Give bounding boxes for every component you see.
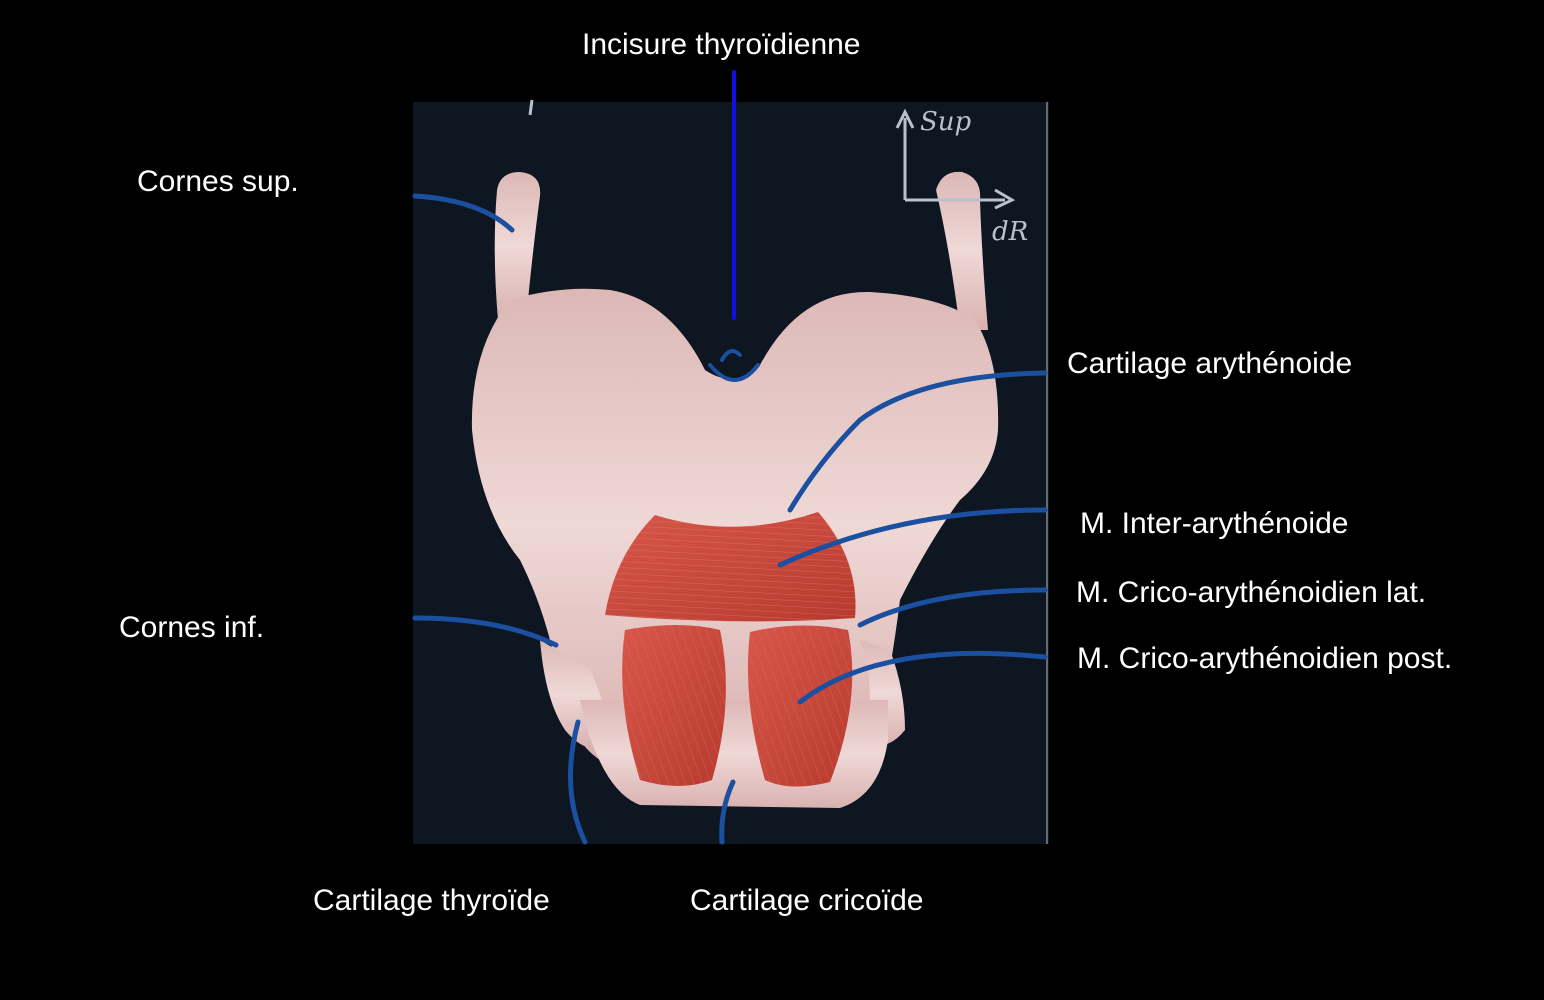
- label-m-inter-arythenoide: M. Inter-arythénoide: [1080, 507, 1348, 541]
- orientation-dr-label: dR: [992, 217, 1028, 247]
- label-cartilage-thyroide: Cartilage thyroïde: [313, 884, 550, 918]
- label-m-crico-arythenoidien-lat: M. Crico-arythénoidien lat.: [1076, 576, 1426, 610]
- label-m-crico-arythenoidien-post: M. Crico-arythénoidien post.: [1077, 642, 1452, 676]
- label-cartilage-arythenoide: Cartilage arythénoide: [1067, 347, 1352, 381]
- label-cartilage-cricoide: Cartilage cricoïde: [690, 884, 923, 918]
- label-cornes-sup: Cornes sup.: [137, 165, 299, 199]
- label-incisure-thyroidienne: Incisure thyroïdienne: [582, 28, 861, 62]
- label-cornes-inf: Cornes inf.: [119, 611, 264, 645]
- orientation-sup-label: Sup: [920, 107, 972, 137]
